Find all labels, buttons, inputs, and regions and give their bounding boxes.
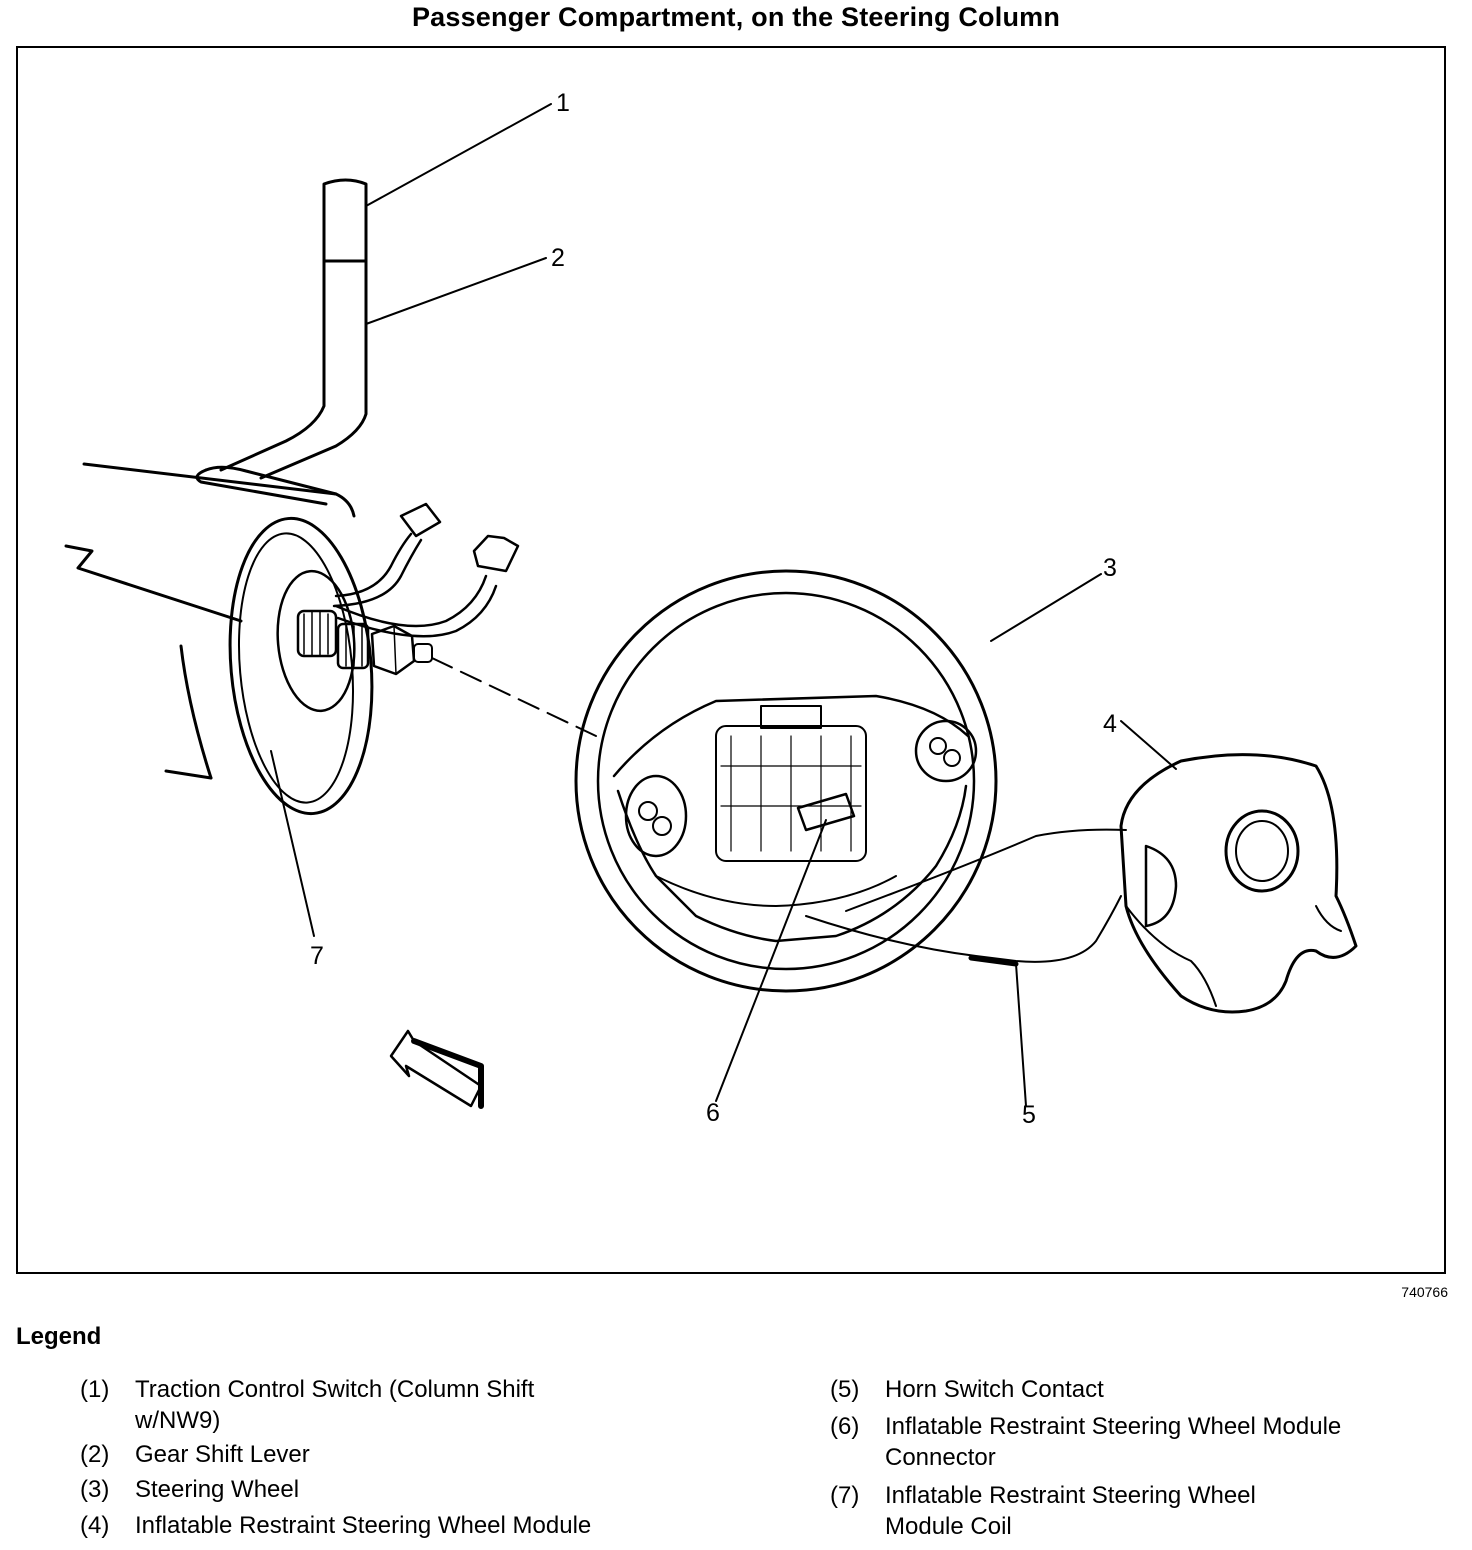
callout-3: 3 [1103,554,1117,582]
legend-num: (2) [80,1441,110,1468]
callout-6: 6 [706,1099,720,1127]
horn-switch-contact [805,828,1127,967]
callout-5: 5 [1022,1101,1036,1129]
diagram-frame [16,46,1446,1274]
module-coil-7 [228,516,433,816]
callout-2: 2 [551,244,565,272]
steering-column-illustration: 1 2 3 4 5 6 7 [64,89,1358,1129]
legend-text: Traction Control Switch (Column Shift [135,1376,535,1403]
column-wiring [332,502,520,638]
legend-text: Gear Shift Lever [135,1441,310,1468]
legend-text: Connector [885,1444,996,1471]
module-connector [796,792,856,832]
legend-text: Module Coil [885,1513,1012,1540]
steering-wheel [574,569,998,993]
legend-text: Horn Switch Contact [885,1376,1104,1403]
direction-arrow [389,1029,484,1109]
legend-num: (7) [830,1482,860,1509]
legend-num: (4) [80,1512,110,1539]
figure-id: 740766 [1401,1284,1448,1300]
legend-text: Inflatable Restraint Steering Wheel [885,1482,1256,1509]
airbag-module [1119,753,1358,1014]
legend-num: (1) [80,1376,110,1403]
steering-column [64,462,356,780]
legend-num: (5) [830,1376,860,1403]
leader-lines [270,103,1177,1107]
legend-num: (3) [80,1476,110,1503]
callout-7: 7 [310,942,324,970]
alignment-line [431,657,597,737]
legend-text: Inflatable Restraint Steering Wheel Modu… [135,1512,592,1539]
legend-text: w/NW9) [135,1407,221,1434]
legend-num: (6) [830,1413,860,1440]
page-title: Passenger Compartment, on the Steering C… [411,2,1061,32]
legend-text: Steering Wheel [135,1476,300,1503]
legend-title: Legend [16,1323,102,1350]
callout-4: 4 [1103,710,1117,738]
traction-control-switch [322,178,368,263]
callout-1: 1 [556,89,570,117]
gear-shift-lever [219,178,368,480]
legend-text: Inflatable Restraint Steering Wheel Modu… [885,1413,1342,1440]
